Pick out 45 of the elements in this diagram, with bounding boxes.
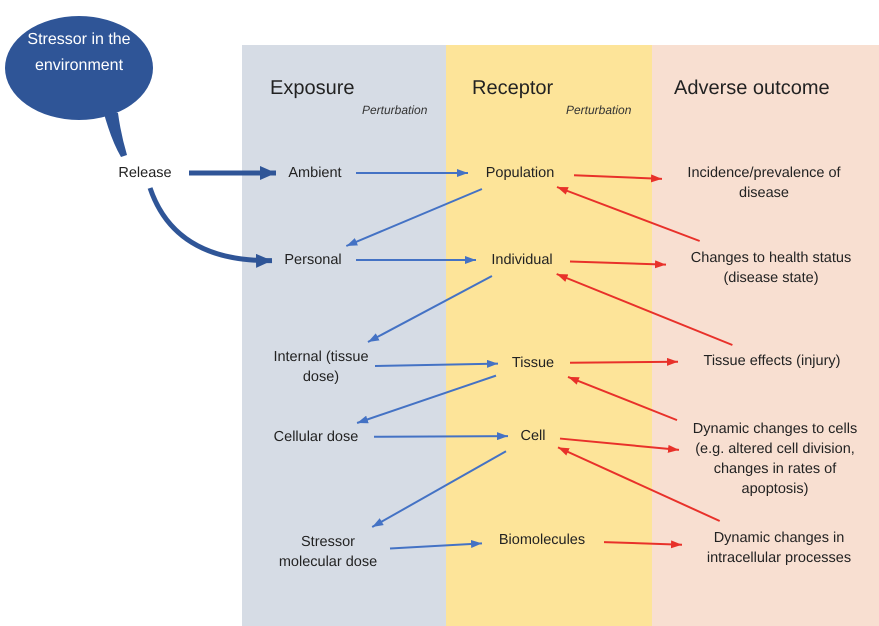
node-text: Dynamic changes to cells (e.g. altered cell division, changes in rates of apoptosis)	[681, 413, 869, 505]
node-text: Tissue	[500, 351, 566, 375]
arrow	[558, 446, 720, 522]
arrow	[556, 186, 700, 242]
node-text: Tissue effects (injury)	[680, 349, 864, 373]
node-text: Dynamic changes in intracellular processes	[684, 525, 874, 571]
arrow	[568, 376, 678, 422]
bubble-text: Stressor in the environment	[27, 30, 131, 76]
node-text: Release	[105, 161, 185, 185]
arrow	[356, 169, 468, 177]
node-text: Incidence/prevalence of disease	[664, 160, 864, 206]
arrow	[356, 256, 476, 264]
arrow	[372, 450, 506, 528]
column-subheading: Perturbation	[362, 103, 428, 117]
node-text: Population	[470, 161, 570, 185]
node-text: Cell	[510, 424, 556, 448]
arrow	[570, 358, 678, 366]
node-text: Cellular dose	[262, 425, 370, 449]
node-text: Changes to health status (disease state)	[668, 245, 874, 291]
column-subheading: Perturbation	[566, 103, 632, 117]
arrow	[148, 187, 272, 268]
column-band	[652, 45, 879, 626]
node-text: Stressor molecular dose	[270, 529, 386, 575]
arrow	[560, 438, 680, 453]
arrow	[346, 188, 482, 247]
node-text: Internal (tissue dose)	[271, 344, 371, 390]
column-heading: Receptor	[472, 77, 554, 100]
node-text: Personal	[274, 248, 352, 272]
arrow	[374, 432, 508, 440]
column-heading: Exposure	[270, 77, 354, 100]
arrow	[189, 166, 276, 180]
column-heading: Adverse outcome	[674, 77, 830, 100]
column-band	[446, 45, 652, 626]
node-text: Individual	[478, 248, 566, 272]
arrow	[570, 260, 666, 268]
arrow	[604, 540, 682, 548]
arrow	[374, 360, 498, 368]
column-band	[242, 45, 446, 626]
arrow	[556, 273, 733, 346]
arrow	[574, 174, 662, 182]
arrow	[368, 275, 492, 343]
node-text: Ambient	[278, 161, 352, 185]
arrow	[390, 540, 482, 550]
arrow	[356, 374, 496, 424]
node-text: Biomolecules	[484, 528, 600, 552]
